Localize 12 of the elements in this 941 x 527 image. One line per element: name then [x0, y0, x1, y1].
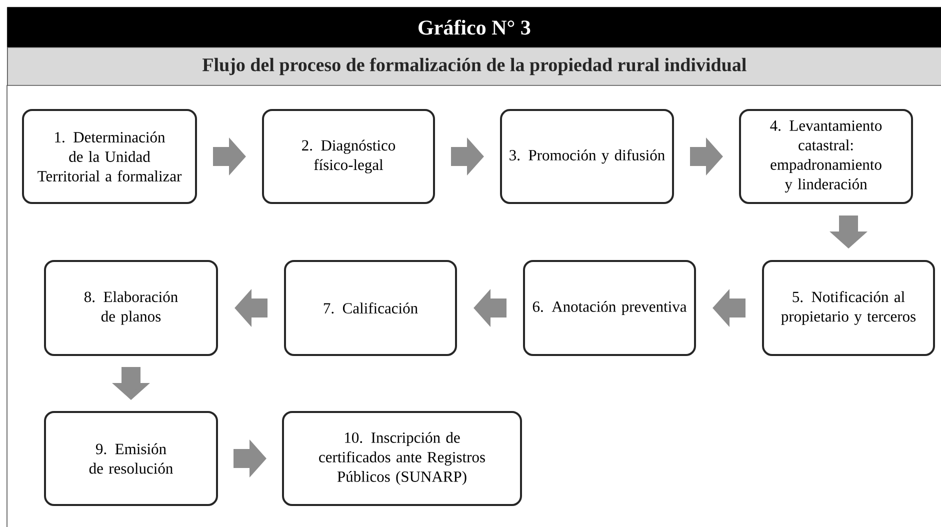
process-box: 5. Notificación al propietario y terceros: [762, 260, 936, 356]
process-box: 1. Determinación de la Unidad Territorial a formalizar: [22, 109, 197, 204]
process-box: 7. Calificación: [284, 260, 457, 356]
process-box: 2. Diagnóstico físico-legal: [262, 109, 435, 204]
subtitle-bar: Flujo del proceso de formalización de la propiedad rural individual: [7, 47, 941, 86]
process-box: 10. Inscripción de certificados ante Registros Públicos (SUNARP): [282, 411, 522, 506]
process-box: 4. Levantamiento catastral: empadronamiento y linderación: [739, 109, 914, 204]
process-box: 6. Anotación preventiva: [523, 260, 696, 356]
process-box: 8. Elaboración de planos: [44, 260, 218, 356]
process-box: 3. Promoción y difusión: [500, 109, 674, 204]
title-bar: Gráfico N° 3: [7, 7, 941, 48]
process-box: 9. Emisión de resolución: [44, 411, 218, 506]
